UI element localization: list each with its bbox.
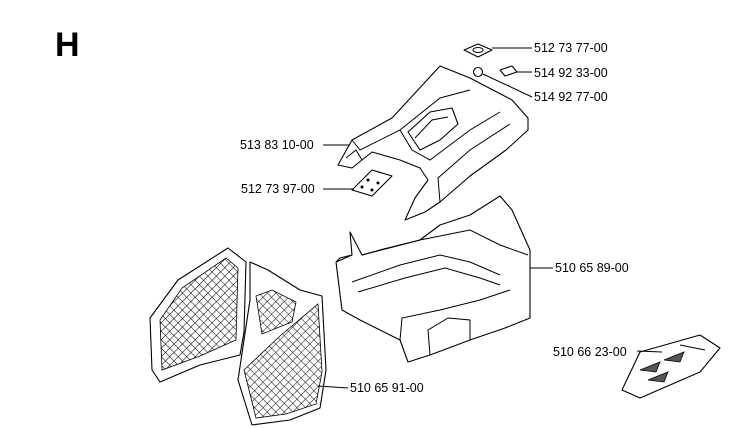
leader-lines [317, 47, 663, 389]
small-hinge-part [463, 43, 493, 58]
part-number-label: 514 92 77-00 [534, 90, 608, 104]
small-pad-part [499, 65, 518, 77]
part-number-label: 510 66 23-00 [553, 345, 627, 359]
part-number-label: 510 65 89-00 [555, 261, 629, 275]
collector-frame [335, 195, 531, 363]
left-mesh-panel [149, 247, 247, 383]
collector-lid [337, 65, 529, 221]
rubber-strip-part [351, 169, 393, 197]
section-letter: H [55, 26, 80, 64]
part-number-label: 512 73 77-00 [534, 41, 608, 55]
part-number-label: 513 83 10-00 [240, 138, 314, 152]
deflector-flap [621, 334, 721, 399]
small-ring-part [472, 66, 484, 78]
part-number-label: 510 65 91-00 [350, 381, 424, 395]
part-number-label: 514 92 33-00 [534, 66, 608, 80]
right-mesh-panel [237, 261, 327, 426]
part-number-label: 512 73 97-00 [241, 182, 315, 196]
